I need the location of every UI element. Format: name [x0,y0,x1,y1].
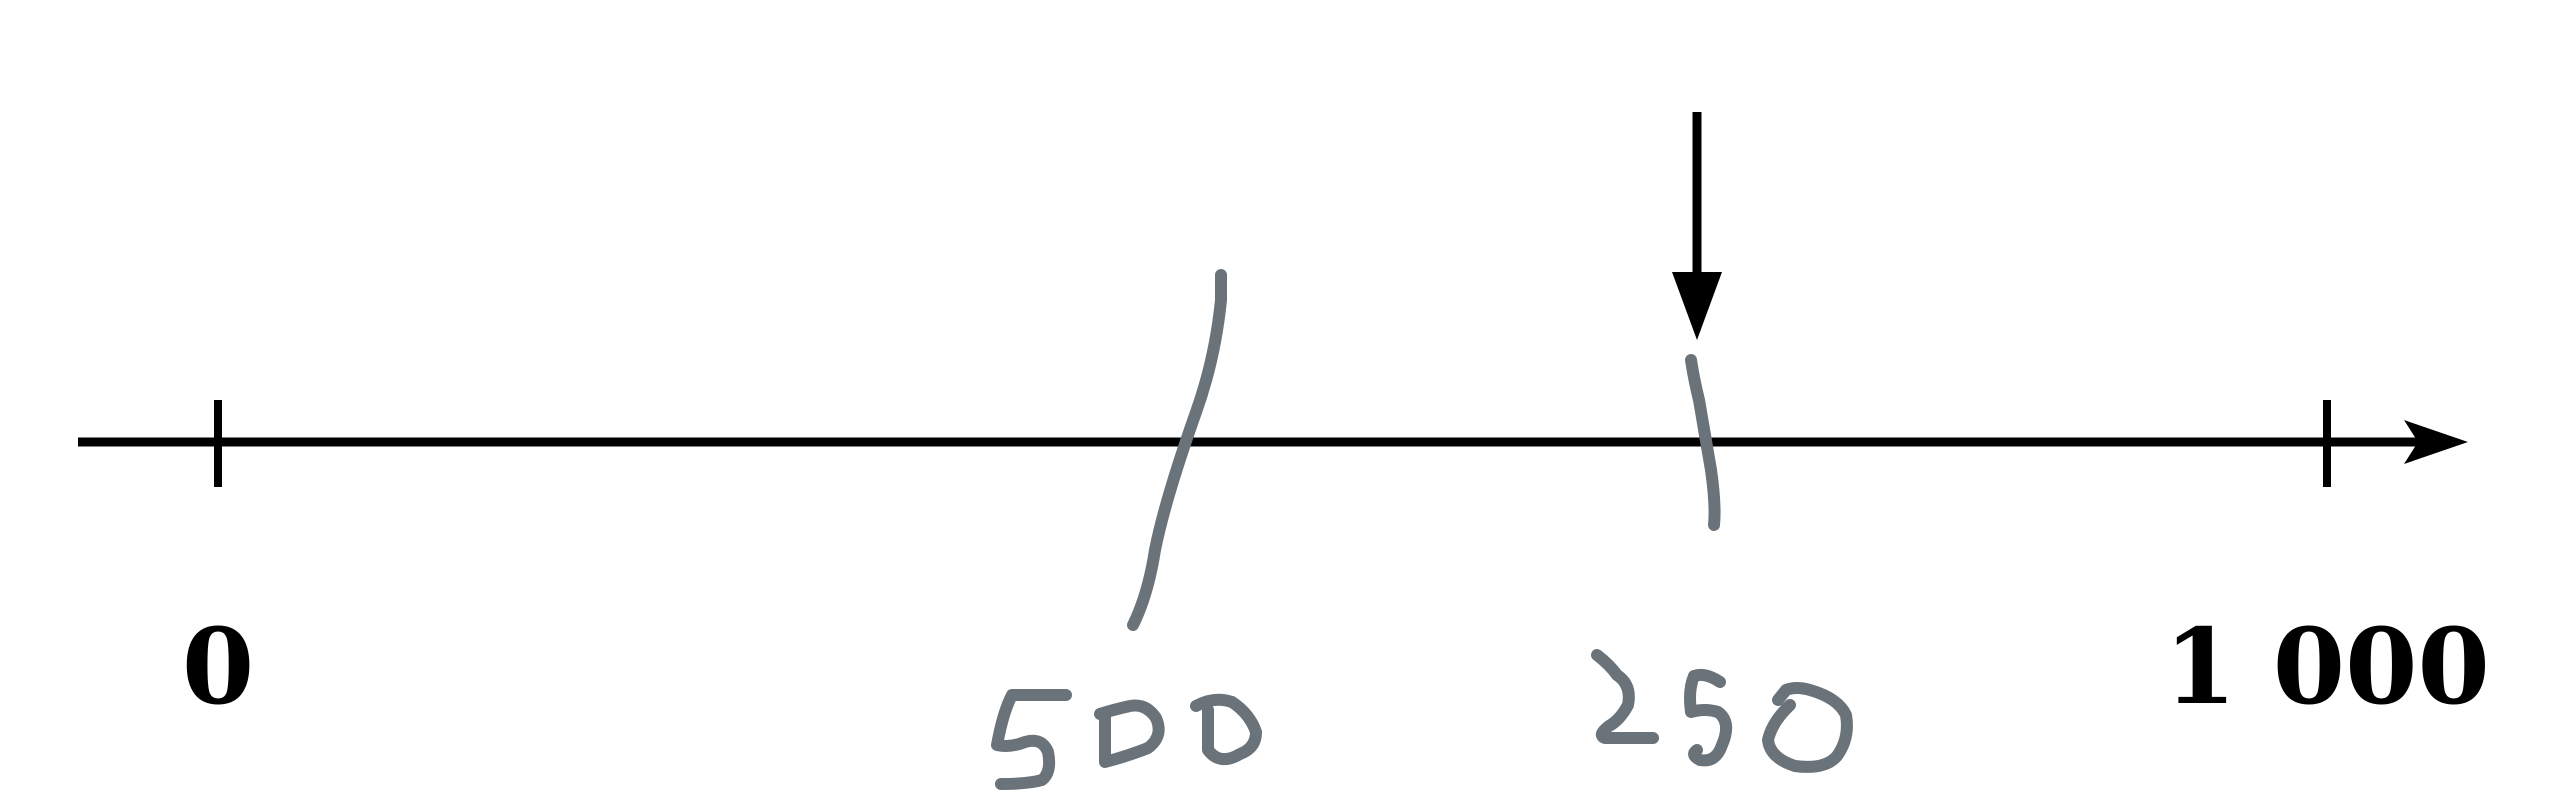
handwritten-label-250 [1591,649,1853,773]
axis-arrowhead [2404,420,2468,464]
handwritten-digit-0-c [1762,682,1853,773]
handwritten-mark-250 [1591,354,1853,773]
handwritten-tick-250 [1685,354,1721,531]
handwritten-label-500 [991,689,1262,790]
start-label: 0 [182,605,254,728]
handwritten-digit-5-b [1684,668,1733,767]
pointer-arrow-head [1672,272,1722,340]
handwritten-digit-5 [991,689,1072,790]
handwritten-digit-0-a [1094,699,1165,768]
end-label: 1 000 [2164,605,2490,728]
number-line [78,400,2468,487]
handwritten-digit-2 [1591,649,1659,744]
pointer-arrow [1672,112,1722,340]
handwritten-digit-0-b [1190,693,1262,766]
handwritten-mark-500 [991,269,1262,790]
handwritten-tick-500 [1127,269,1227,631]
